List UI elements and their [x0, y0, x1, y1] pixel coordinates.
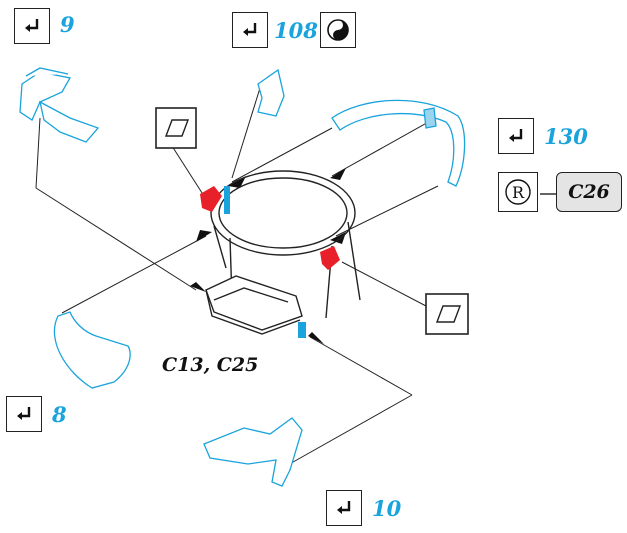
callout-8-number: 8	[52, 402, 67, 427]
registered-icon: R	[505, 179, 531, 205]
part-9-shape	[19, 67, 100, 143]
attach-arrow-icon	[243, 23, 257, 36]
part-130-shape	[331, 99, 466, 187]
blue-markers	[224, 186, 306, 338]
callout-9-number: 9	[60, 12, 75, 37]
attach-arrow-icon	[17, 407, 31, 420]
callout-108-box	[232, 12, 268, 48]
callout-8-box	[6, 396, 42, 432]
glue-points	[200, 186, 340, 270]
frame-shape	[205, 170, 361, 335]
callout-9-box	[14, 8, 50, 44]
callout-108-extra-box	[320, 12, 356, 48]
callout-130-number: 130	[544, 124, 588, 149]
callout-130-box	[498, 118, 534, 154]
flat-panel-icon	[164, 119, 190, 137]
yin-yang-icon	[327, 19, 349, 41]
code-c26-pill: C26	[556, 172, 622, 212]
attach-arrow-icon	[337, 501, 351, 514]
leader-lines	[35, 87, 439, 467]
attach-arrow-icon	[25, 19, 39, 32]
part-10-shape	[203, 417, 303, 487]
registered-box: R	[498, 172, 538, 212]
callout-10-box	[326, 490, 362, 526]
part-108-shape	[257, 68, 285, 117]
assembly-label: C13, C25	[162, 354, 259, 376]
registered-symbol: R	[512, 183, 525, 202]
part-8-shape	[53, 311, 131, 389]
callout-10-number: 10	[372, 496, 402, 521]
attach-arrow-icon	[509, 129, 523, 142]
flat-panel-callout-top	[155, 107, 197, 149]
flat-panel-icon	[435, 305, 462, 323]
flat-panel-callout-bottom	[425, 293, 469, 335]
callout-108-number: 108	[274, 18, 318, 43]
